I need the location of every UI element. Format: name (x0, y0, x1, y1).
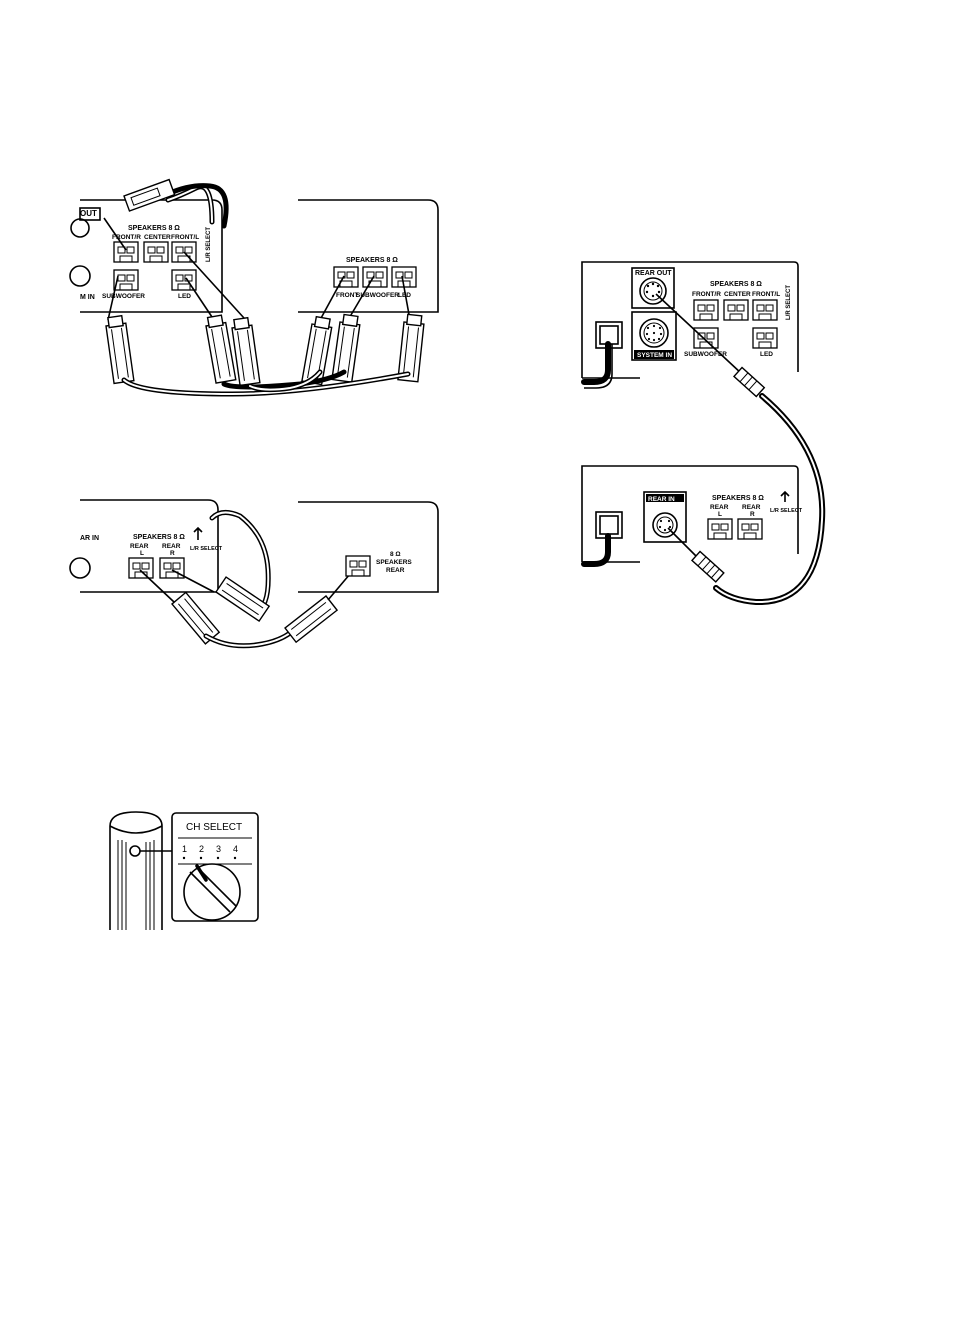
right-unit-panel (298, 199, 439, 313)
din-socket-partial (70, 218, 90, 238)
front-l-label: FRONT/L (752, 291, 780, 298)
subwoofer-jack-2[interactable] (362, 266, 388, 288)
rear-speaker-jack[interactable] (345, 555, 371, 577)
ohm-label: 8 Ω (390, 551, 401, 558)
front2-label: FRONT (336, 292, 358, 299)
rear-r-top-label: REAR (162, 543, 181, 550)
ch-3-label: 3 (216, 844, 221, 854)
rear-out-box (631, 267, 675, 309)
rear-plug-pair-2 (215, 576, 271, 623)
rear-l-bottom-label: L (718, 511, 722, 518)
led-jack[interactable] (752, 327, 778, 349)
lr-select-label: L/R SELECT (786, 285, 792, 320)
front-r-jack[interactable] (113, 241, 139, 263)
lr-select-label: L/R SELECT (206, 227, 212, 262)
front-jack-2[interactable] (333, 266, 359, 288)
rear-plug-right (284, 595, 339, 644)
center-jack[interactable] (723, 299, 749, 321)
ch-select-panel (171, 812, 259, 922)
front-r-jack[interactable] (693, 299, 719, 321)
rear-in-box (643, 491, 687, 543)
rear-out-socket[interactable] (639, 277, 667, 305)
rear-in-plug (690, 550, 725, 583)
speaker-column (109, 811, 163, 930)
led-label: LED (178, 293, 191, 300)
speakers-text: SPEAKERS (376, 559, 412, 566)
ch-2-label: 2 (199, 844, 204, 854)
speakers2-label: SPEAKERS 8 Ω (712, 495, 764, 502)
in-label-partial: M IN (80, 294, 95, 301)
lr-select2-label: L/R SELECT (770, 508, 803, 514)
rear-speaker-connection-diagram: AR IN SPEAKERS 8 Ω REAR L REAR R L/R SEL… (69, 499, 439, 649)
front-speaker-connection-diagram: OUT M IN SPEAKERS 8 Ω FRONT/R CENTER FRO… (69, 178, 439, 397)
din-socket-partial-2 (69, 265, 91, 287)
rear-l-top-label: REAR (710, 504, 729, 511)
plug-led (203, 313, 237, 384)
rear-out-connection-diagram: REAR OUT SYSTEM IN SPEAKERS 8 Ω FRONT/R … (581, 261, 826, 606)
rear-r-top-label: REAR (742, 504, 761, 511)
front-r-label: FRONT/R (692, 291, 721, 298)
plug-led-2 (397, 313, 426, 383)
rear-l-top-label: REAR (130, 543, 149, 550)
front-r-label: FRONT/R (112, 234, 141, 241)
subwoofer-label: SUBWOOFER (684, 351, 727, 358)
rear-r-bottom-label: R (750, 511, 755, 518)
ch-select-dial[interactable] (183, 863, 241, 921)
subwoofer2-label: SUBWOOFER (356, 292, 399, 299)
speakers-label: SPEAKERS 8 Ω (710, 281, 762, 288)
top-plug (123, 178, 176, 212)
ch-select-knob-small[interactable] (129, 845, 141, 857)
ch-4-label: 4 (233, 844, 238, 854)
rear-left-unit-panel (80, 499, 219, 593)
rear-r-jack[interactable] (737, 518, 763, 540)
rear-l-jack[interactable] (128, 557, 154, 579)
system-in-label: SYSTEM IN (637, 352, 672, 359)
system-in-socket[interactable] (639, 318, 669, 348)
front-l-jack[interactable] (752, 299, 778, 321)
subwoofer-label: SUBWOOFER (102, 293, 145, 300)
rear-right-unit-panel (298, 501, 439, 593)
lr-select-label: L/R SELECT (190, 546, 223, 552)
rear-in-label-partial: AR IN (80, 535, 99, 542)
speakers2-label: SPEAKERS 8 Ω (346, 257, 398, 264)
rear-out-label: REAR OUT (635, 270, 672, 277)
out-label-partial: OUT (80, 209, 97, 218)
led2-label: LED (398, 292, 411, 299)
system-in-box (631, 311, 677, 361)
rear-out-plug (732, 366, 766, 398)
rear-l-bottom-label: L (140, 550, 144, 557)
rear-r-bottom-label: R (170, 550, 175, 557)
rear-in-socket-partial (69, 557, 91, 579)
ch-select-label: CH SELECT (186, 822, 242, 833)
front-l-label: FRONT/L (171, 234, 199, 241)
center-label: CENTER (144, 234, 171, 241)
main-unit-panel (581, 261, 799, 378)
speakers-label: SPEAKERS 8 Ω (128, 225, 180, 232)
ch-1-label: 1 (182, 844, 187, 854)
sub-unit-panel (581, 465, 799, 562)
led-label: LED (760, 351, 773, 358)
plug-subwoofer (104, 314, 135, 385)
rear-in-label: REAR IN (648, 496, 675, 503)
rear-text: REAR (386, 567, 405, 574)
speakers-label: SPEAKERS 8 Ω (133, 534, 185, 541)
subwoofer-jack[interactable] (693, 327, 719, 349)
rear-plug-pair-1 (171, 591, 221, 645)
rear-l-jack[interactable] (707, 518, 733, 540)
channel-select-diagram: CH SELECT 1 2 3 4 (109, 811, 259, 930)
rear-in-socket[interactable] (652, 512, 678, 538)
center-label: CENTER (724, 291, 751, 298)
center-jack[interactable] (143, 241, 169, 263)
